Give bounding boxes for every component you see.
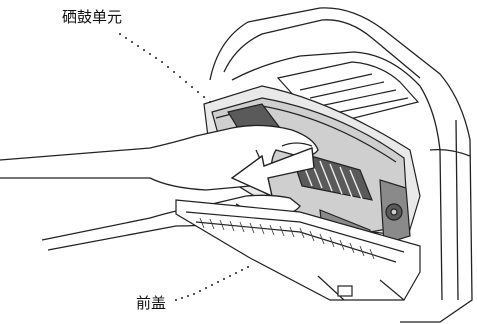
front-cover-label: 前盖 (136, 294, 167, 312)
drum-unit-leader (119, 33, 211, 103)
front-cover (175, 199, 421, 301)
front-cover-leader (175, 266, 249, 301)
pull-out-arrow (230, 147, 315, 198)
drum-unit-label: 硒鼓单元 (62, 8, 123, 26)
